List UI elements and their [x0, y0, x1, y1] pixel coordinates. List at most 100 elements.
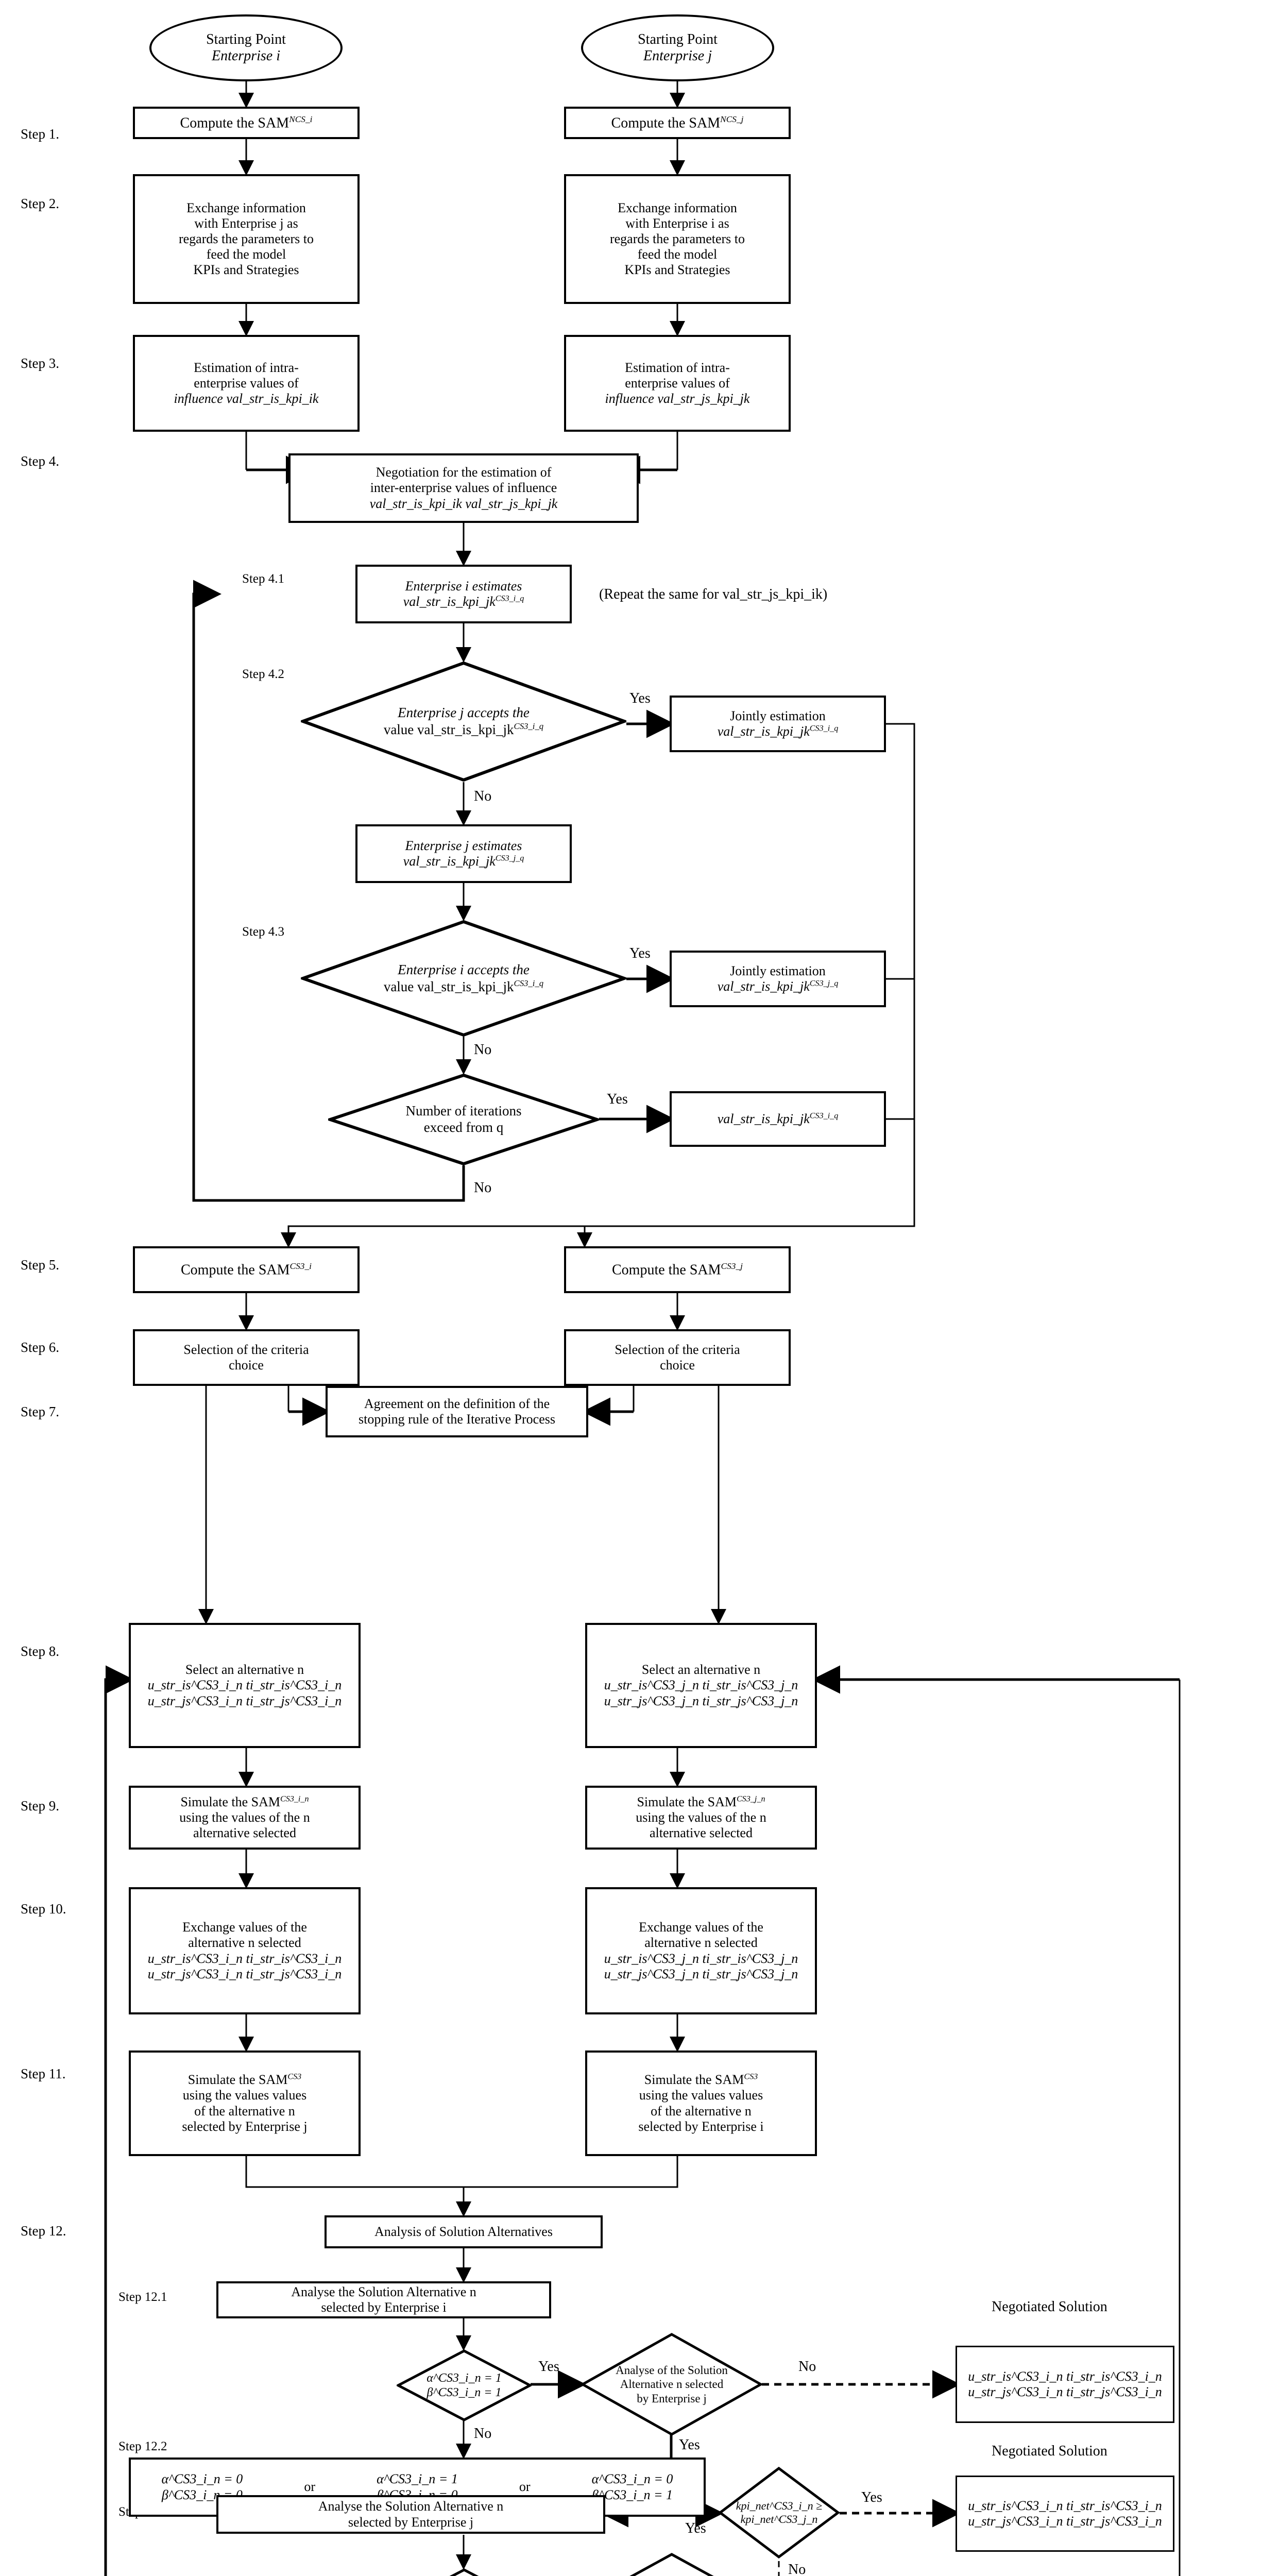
joint-i-l2: val_str_is_kpi_jk — [717, 724, 810, 739]
edge-label-yes-iterations: Yes — [607, 1091, 628, 1107]
step-label-12-2: Step 12.2 — [118, 2439, 167, 2453]
alt-i-a2: α^CS3_i_n = 1 — [377, 2471, 458, 2487]
step-label-3: Step 3. — [21, 355, 60, 371]
step-label-10: Step 10. — [21, 1901, 66, 1917]
node-exchange-values-i: Exchange values of the alternative n sel… — [129, 1887, 361, 2014]
intra-i-l3: influence val_str_is_kpi_ik — [174, 391, 319, 406]
step-label-1: Step 1. — [21, 126, 60, 142]
val-exceed-l1: val_str_is_kpi_jk — [717, 1111, 810, 1126]
simulate-cs3-j-sup: CS3 — [744, 2072, 758, 2081]
decision-analyse-alternative-j: Analyse of the Solution Alternative n se… — [579, 2333, 764, 2436]
simulate-cs3-i-l3: of the alternative n — [194, 2103, 295, 2119]
negotiation-l1: Negotiation for the estimation of — [376, 465, 552, 480]
dec-alpha-i-l1: α^CS3_i_n = 1 — [427, 2371, 502, 2385]
exchange-j-l1: Exchange information — [618, 200, 737, 215]
step-label-4-3: Step 4.3 — [242, 925, 284, 939]
est-i-l1: Enterprise i estimates — [405, 578, 522, 594]
joint-i-l1: Jointly estimation — [730, 708, 826, 723]
decision-kpi-net-compare: kpi_net^CS3_i_n ≥ kpi_net^CS3_j_n — [718, 2466, 841, 2559]
exchange-i-l3: regards the parameters to — [178, 231, 314, 246]
criteria-j-l2: choice — [660, 1358, 695, 1372]
diamond-shape — [325, 1073, 602, 1166]
diamond-shape — [718, 2466, 841, 2559]
est-j-l2: val_str_is_kpi_jk — [403, 854, 496, 869]
simulate-i-sup: CS3_i_n — [280, 1794, 309, 1804]
est-j-l1: Enterprise j estimates — [405, 838, 522, 853]
select-alt-i-l3: u_str_js^CS3_i_n ti_str_js^CS3_i_n — [147, 1693, 342, 1708]
step-label-9: Step 9. — [21, 1798, 60, 1814]
dec-j-accepts-sup: CS3_i_q — [514, 721, 544, 731]
compute-sam-cs3-i-label: Compute the SAM — [180, 1261, 290, 1278]
edge-label-no-4-3: No — [474, 1042, 492, 1058]
simulate-j-l2: using the values of the n — [636, 1809, 766, 1825]
alt-i-a3: α^CS3_i_n = 0 — [591, 2471, 673, 2487]
alt-i-b3: β^CS3_i_n = 1 — [592, 2487, 673, 2502]
joint-i-sup: CS3_i_q — [809, 724, 839, 733]
negotiation-l2: inter-enterprise values of influence — [370, 480, 557, 496]
exchange-i-l2: with Enterprise j as — [194, 215, 298, 231]
step-label-12: Step 12. — [21, 2223, 66, 2239]
node-simulate-sam-cs3-j: Simulate the SAMCS3 using the values val… — [585, 2050, 817, 2156]
dec-analyse-j-l1: Analyse of the Solution — [616, 2364, 728, 2377]
exchange-j-l4: feed the model — [637, 247, 718, 262]
edge-label-yes-4-2: Yes — [629, 690, 651, 706]
simulate-i-l2: using the values of the n — [179, 1809, 310, 1825]
joint-j-l1: Jointly estimation — [730, 963, 826, 978]
node-compute-sam-ncs-j: Compute the SAMNCS_j — [564, 107, 791, 139]
node-enterprise-i-estimates: Enterprise i estimates val_str_is_kpi_jk… — [355, 565, 572, 623]
negotiated-solution-title-1: Negotiated Solution — [992, 2299, 1107, 2315]
compute-sam-ncs-j-sup: NCS_j — [720, 114, 744, 124]
dec-analyse-j-l3: by Enterprise j — [637, 2392, 707, 2405]
simulate-cs3-j-l4: selected by Enterprise i — [638, 2119, 764, 2134]
neg-sol-2-l2: u_str_js^CS3_i_n ti_str_js^CS3_i_n — [968, 2514, 1162, 2529]
intra-j-l1: Estimation of intra- — [625, 360, 730, 375]
edge-label-yes-analyse-j: Yes — [679, 2437, 700, 2453]
analysis-sol-label: Analysis of Solution Alternatives — [374, 2224, 553, 2239]
edge-label-no-12-1: No — [474, 2426, 492, 2442]
simulate-cs3-i-sup: CS3 — [287, 2072, 302, 2081]
simulate-j-l3: alternative selected — [650, 1825, 753, 1841]
start-j-line2: Enterprise j — [643, 48, 712, 64]
node-simulate-sam-cs3-i: Simulate the SAMCS3 using the values val… — [129, 2050, 361, 2156]
alt-i-or2: or — [519, 2479, 531, 2495]
negotiation-l3: val_str_is_kpi_ik val_str_js_kpi_jk — [369, 496, 558, 511]
node-exchange-info-j: Exchange information with Enterprise i a… — [564, 174, 791, 304]
diamond-shape — [395, 2349, 533, 2421]
simulate-j-sup: CS3_j_n — [737, 1794, 765, 1804]
start-oval-enterprise-j: Starting Point Enterprise j — [581, 14, 774, 81]
exchange-vals-j-l4: u_str_js^CS3_j_n ti_str_js^CS3_j_n — [604, 1966, 798, 1981]
start-oval-enterprise-i: Starting Point Enterprise i — [149, 14, 343, 81]
dec-iterations-l1: Number of iterations — [405, 1103, 522, 1119]
node-negotiation: Negotiation for the estimation of inter-… — [288, 453, 639, 523]
select-alt-i-l2: u_str_is^CS3_i_n ti_str_is^CS3_i_n — [147, 1677, 342, 1693]
step-label-4-2: Step 4.2 — [242, 667, 284, 681]
edge-label-yes-12-1: Yes — [538, 2359, 559, 2375]
edge-label-yes-kpi-in: Yes — [685, 2520, 706, 2536]
joint-j-l2: val_str_is_kpi_jk — [717, 979, 810, 994]
node-exchange-info-i: Exchange information with Enterprise j a… — [133, 174, 360, 304]
edge-label-no-iterations: No — [474, 1180, 492, 1196]
node-analyse-alternative-i: Analyse the Solution Alternative n selec… — [216, 2281, 551, 2318]
analyse-i-l2: selected by Enterprise i — [321, 2300, 447, 2315]
exchange-vals-i-l4: u_str_js^CS3_i_n ti_str_js^CS3_i_n — [147, 1966, 342, 1981]
node-compute-sam-cs3-i: Compute the SAMCS3_i — [133, 1246, 360, 1293]
negotiated-solution-title-2: Negotiated Solution — [992, 2443, 1107, 2459]
decision-enterprise-i-accepts: Enterprise i accepts the value val_str_i… — [298, 920, 629, 1037]
exchange-i-l5: KPIs and Strategies — [193, 262, 299, 278]
alt-i-or1: or — [304, 2479, 316, 2495]
decision-alpha-beta-i: α^CS3_i_n = 1 β^CS3_i_n = 1 — [395, 2349, 533, 2421]
edge-label-yes-kpi: Yes — [861, 2489, 882, 2505]
decision-analyse-alternative-i: Analyse of the Solution Alternative n se… — [581, 2553, 762, 2576]
criteria-i-l2: choice — [229, 1358, 264, 1372]
decision-alpha-beta-j: α^CS3_j_n = 1 β^CS3_j_n = 1 — [397, 2568, 532, 2576]
intra-j-l3: influence val_str_js_kpi_jk — [605, 391, 750, 406]
step-label-5: Step 5. — [21, 1257, 60, 1273]
diamond-shape — [629, 2553, 714, 2576]
node-enterprise-j-estimates: Enterprise j estimates val_str_is_kpi_jk… — [355, 824, 572, 883]
node-select-alternative-j: Select an alternative n u_str_is^CS3_j_n… — [585, 1623, 817, 1748]
start-i-line1: Starting Point — [206, 31, 286, 47]
node-exchange-values-j: Exchange values of the alternative n sel… — [585, 1887, 817, 2014]
